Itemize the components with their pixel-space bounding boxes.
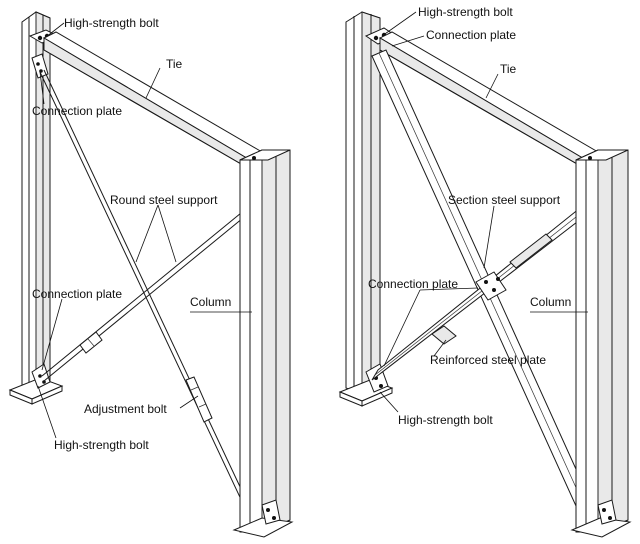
left-label-connection-plate-top: Connection plate bbox=[32, 104, 122, 118]
right-frame: High-strength bolt Connection plate Tie … bbox=[338, 5, 632, 538]
left-frame-tie-beam bbox=[42, 31, 263, 169]
left-label-adjustment-bolt: Adjustment bolt bbox=[84, 402, 167, 416]
right-label-reinforced-steel-plate: Reinforced steel plate bbox=[430, 353, 546, 367]
left-label-column: Column bbox=[190, 295, 231, 309]
right-label-column: Column bbox=[530, 295, 571, 309]
left-label-high-strength-bolt-bottom: High-strength bolt bbox=[54, 438, 149, 452]
right-label-connection-plate-top: Connection plate bbox=[426, 28, 516, 42]
left-label-tie: Tie bbox=[166, 57, 183, 71]
left-label-connection-plate-bottom: Connection plate bbox=[32, 287, 122, 301]
right-frame-annotations: High-strength bolt Connection plate Tie … bbox=[368, 5, 588, 427]
right-frame-section-steel-braces bbox=[371, 49, 591, 507]
right-label-high-strength-bolt-bottom: High-strength bolt bbox=[398, 413, 493, 427]
right-label-section-steel-support: Section steel support bbox=[448, 193, 561, 207]
left-frame-right-column bbox=[232, 149, 294, 538]
right-frame-tie-beam bbox=[378, 31, 599, 169]
left-frame-annotations: High-strength bolt Tie Connection plate … bbox=[32, 16, 252, 452]
left-frame: High-strength bolt Tie Connection plate … bbox=[8, 11, 294, 538]
left-frame-left-column bbox=[8, 11, 64, 405]
right-label-high-strength-bolt-top: High-strength bolt bbox=[418, 5, 513, 19]
right-frame-left-column bbox=[338, 11, 398, 407]
left-label-high-strength-bolt-top: High-strength bolt bbox=[64, 16, 159, 30]
left-label-round-steel-support: Round steel support bbox=[110, 193, 218, 207]
right-label-tie: Tie bbox=[500, 62, 517, 76]
right-frame-right-column bbox=[570, 149, 632, 538]
right-label-connection-plate-mid: Connection plate bbox=[368, 277, 458, 291]
left-frame-round-steel-rods bbox=[39, 69, 255, 511]
